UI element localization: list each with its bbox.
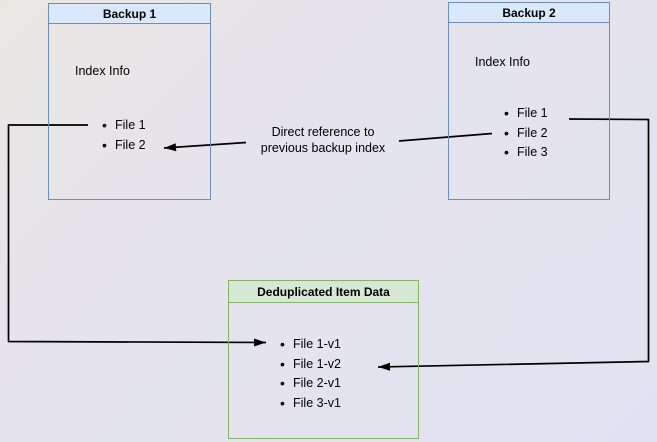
list-item: File 2-v1 bbox=[280, 374, 341, 394]
dedup-title: Deduplicated Item Data bbox=[229, 281, 418, 303]
backup1-box: Backup 1 Index Info File 1 File 2 bbox=[48, 3, 211, 200]
direct-reference-label-line2: previous backup index bbox=[260, 140, 386, 155]
backup2-title: Backup 2 bbox=[449, 3, 609, 23]
backup2-file-list: File 1 File 2 File 3 bbox=[504, 104, 547, 163]
backup1-title: Backup 1 bbox=[49, 4, 210, 24]
backup2-subtitle: Index Info bbox=[475, 55, 530, 69]
list-item: File 1 bbox=[504, 104, 547, 124]
backup2-box: Backup 2 Index Info File 1 File 2 File 3 bbox=[448, 2, 610, 200]
deduplicated-item-data-box: Deduplicated Item Data File 1-v1 File 1-… bbox=[228, 280, 419, 439]
dedup-file-list: File 1-v1 File 1-v2 File 2-v1 File 3-v1 bbox=[280, 335, 341, 414]
list-item: File 3 bbox=[504, 143, 547, 163]
list-item: File 1-v2 bbox=[280, 355, 341, 375]
list-item: File 1-v1 bbox=[280, 335, 341, 355]
list-item: File 1 bbox=[102, 115, 145, 135]
list-item: File 3-v1 bbox=[280, 394, 341, 414]
direct-reference-label-line1: Direct reference to bbox=[271, 125, 375, 139]
list-item: File 2 bbox=[102, 135, 145, 155]
backup1-subtitle: Index Info bbox=[75, 64, 130, 78]
backup1-file-list: File 1 File 2 bbox=[102, 115, 145, 155]
list-item: File 2 bbox=[504, 124, 547, 144]
direct-reference-label: Direct reference to previous backup inde… bbox=[238, 125, 408, 156]
